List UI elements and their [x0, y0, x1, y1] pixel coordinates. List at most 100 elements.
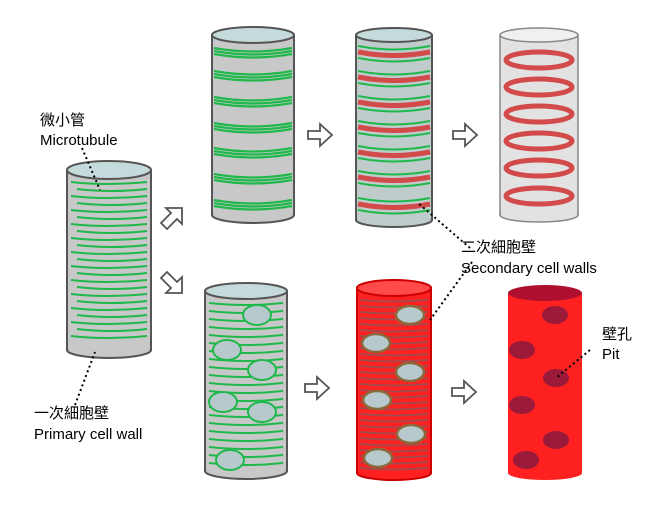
secondary-wall-ring — [357, 149, 431, 158]
microtubule-line — [213, 95, 293, 102]
secondary-wall-ring — [357, 201, 431, 210]
secondary-wall-line — [359, 353, 429, 357]
microtubule-line — [357, 209, 431, 215]
microtubule-line — [357, 70, 431, 76]
microtubule-line — [208, 438, 284, 442]
microtubule-line — [208, 446, 284, 450]
primary-cylinder — [66, 160, 152, 359]
microtubule-line — [213, 178, 293, 185]
secondary-wall-ring — [503, 49, 575, 71]
secondary-wall-line — [359, 413, 429, 417]
secondary-wall-ring — [357, 99, 431, 108]
secondary-wall-ring — [503, 185, 575, 207]
microtubule-line — [208, 454, 284, 458]
arrow-right-icon — [451, 378, 478, 406]
microtubule-line — [70, 321, 148, 325]
microtubule-line — [213, 121, 293, 128]
microtubule-line — [76, 258, 148, 262]
microtubule-line — [357, 120, 431, 126]
secondary-rings-cylinder — [499, 27, 579, 223]
secondary-wall-label-en: Secondary cell walls — [461, 260, 597, 277]
pit-label-en: Pit — [602, 346, 620, 363]
secondary-wall-line — [359, 419, 429, 423]
microtubule-line — [70, 209, 148, 213]
microtubule-line — [208, 374, 284, 378]
secondary-wall-ring — [503, 76, 575, 98]
secondary-wall-line — [359, 443, 429, 447]
microtubule-line — [213, 149, 293, 156]
microtubule-line — [357, 170, 431, 176]
microtubule-line — [213, 49, 293, 56]
secondary-wall-line — [359, 407, 429, 411]
microtubule-label-zh: 微小管 — [40, 112, 86, 129]
microtubule-line — [76, 230, 148, 234]
secondary-wall-line — [359, 425, 429, 429]
microtubule-line — [213, 127, 293, 134]
secondary-wall-ring — [503, 130, 575, 152]
microtubule-line — [70, 265, 148, 269]
secondary-wall-leader-top — [417, 202, 471, 249]
microtubule-line — [357, 82, 431, 88]
arrow-up-right-icon — [159, 207, 183, 231]
microtubule-line — [213, 75, 293, 82]
microtubule-line — [213, 201, 293, 208]
microtubule-lines — [70, 181, 148, 339]
microtubule-line — [213, 175, 293, 182]
microtubule-line — [76, 314, 148, 318]
secondary-wall-ring — [503, 103, 575, 125]
microtubule-line — [70, 251, 148, 255]
secondary-wall-ring — [357, 49, 431, 58]
microtubule-line — [213, 124, 293, 131]
microtubule-line — [213, 204, 293, 211]
microtubule-line — [70, 335, 148, 339]
secondary-wall-ring — [357, 124, 431, 133]
microtubule-line — [213, 69, 293, 76]
secondary-wall-line — [359, 305, 429, 309]
arrow-right-icon — [307, 121, 334, 149]
microtubule-line — [357, 57, 431, 63]
secondary-wall-cylinder-top — [355, 27, 433, 228]
microtubule-line — [208, 382, 284, 386]
microtubule-line — [70, 293, 148, 297]
microtubule-line — [213, 172, 293, 179]
microtubule-line — [70, 223, 148, 227]
microtubule-line — [208, 302, 284, 306]
microtubule-line — [213, 72, 293, 79]
microtubule-line — [213, 152, 293, 159]
secondary-wall-ring — [503, 157, 575, 179]
primary-wall-label-zh: 一次細胞壁 — [34, 405, 110, 422]
secondary-wall-line — [359, 323, 429, 327]
microtubule-line — [357, 197, 431, 203]
microtubule-line — [70, 279, 148, 283]
primary-wall-leader — [74, 351, 96, 406]
secondary-wall-ring — [357, 74, 431, 83]
microtubule-line — [213, 198, 293, 205]
microtubule-cylinder-top — [211, 26, 295, 224]
microtubule-line — [208, 390, 284, 394]
arrow-right-icon — [304, 374, 331, 402]
microtubule-line — [208, 326, 284, 330]
microtubule-line — [70, 307, 148, 311]
microtubule-line — [213, 52, 293, 59]
microtubule-line — [213, 101, 293, 108]
microtubule-line — [76, 188, 148, 192]
microtubule-line — [76, 202, 148, 206]
secondary-wall-line — [359, 449, 429, 453]
secondary-wall-label-zh: 二次細胞壁 — [461, 239, 537, 256]
secondary-wall-ring — [357, 174, 431, 183]
microtubule-label-en: Microtubule — [40, 132, 118, 149]
microtubule-line — [70, 181, 148, 185]
microtubule-line — [357, 145, 431, 151]
pit-leader — [555, 349, 591, 379]
secondary-wall-line — [359, 467, 429, 471]
secondary-wall-line — [359, 299, 429, 303]
microtubule-line — [213, 98, 293, 105]
secondary-wall-line — [359, 329, 429, 333]
pit-cylinder — [508, 285, 582, 480]
microtubule-line — [76, 272, 148, 276]
secondary-wall-line — [359, 383, 429, 387]
secondary-wall-cylinder-bottom — [356, 279, 432, 481]
microtubule-cylinder-bottom — [204, 282, 288, 480]
microtubule-line — [213, 46, 293, 53]
